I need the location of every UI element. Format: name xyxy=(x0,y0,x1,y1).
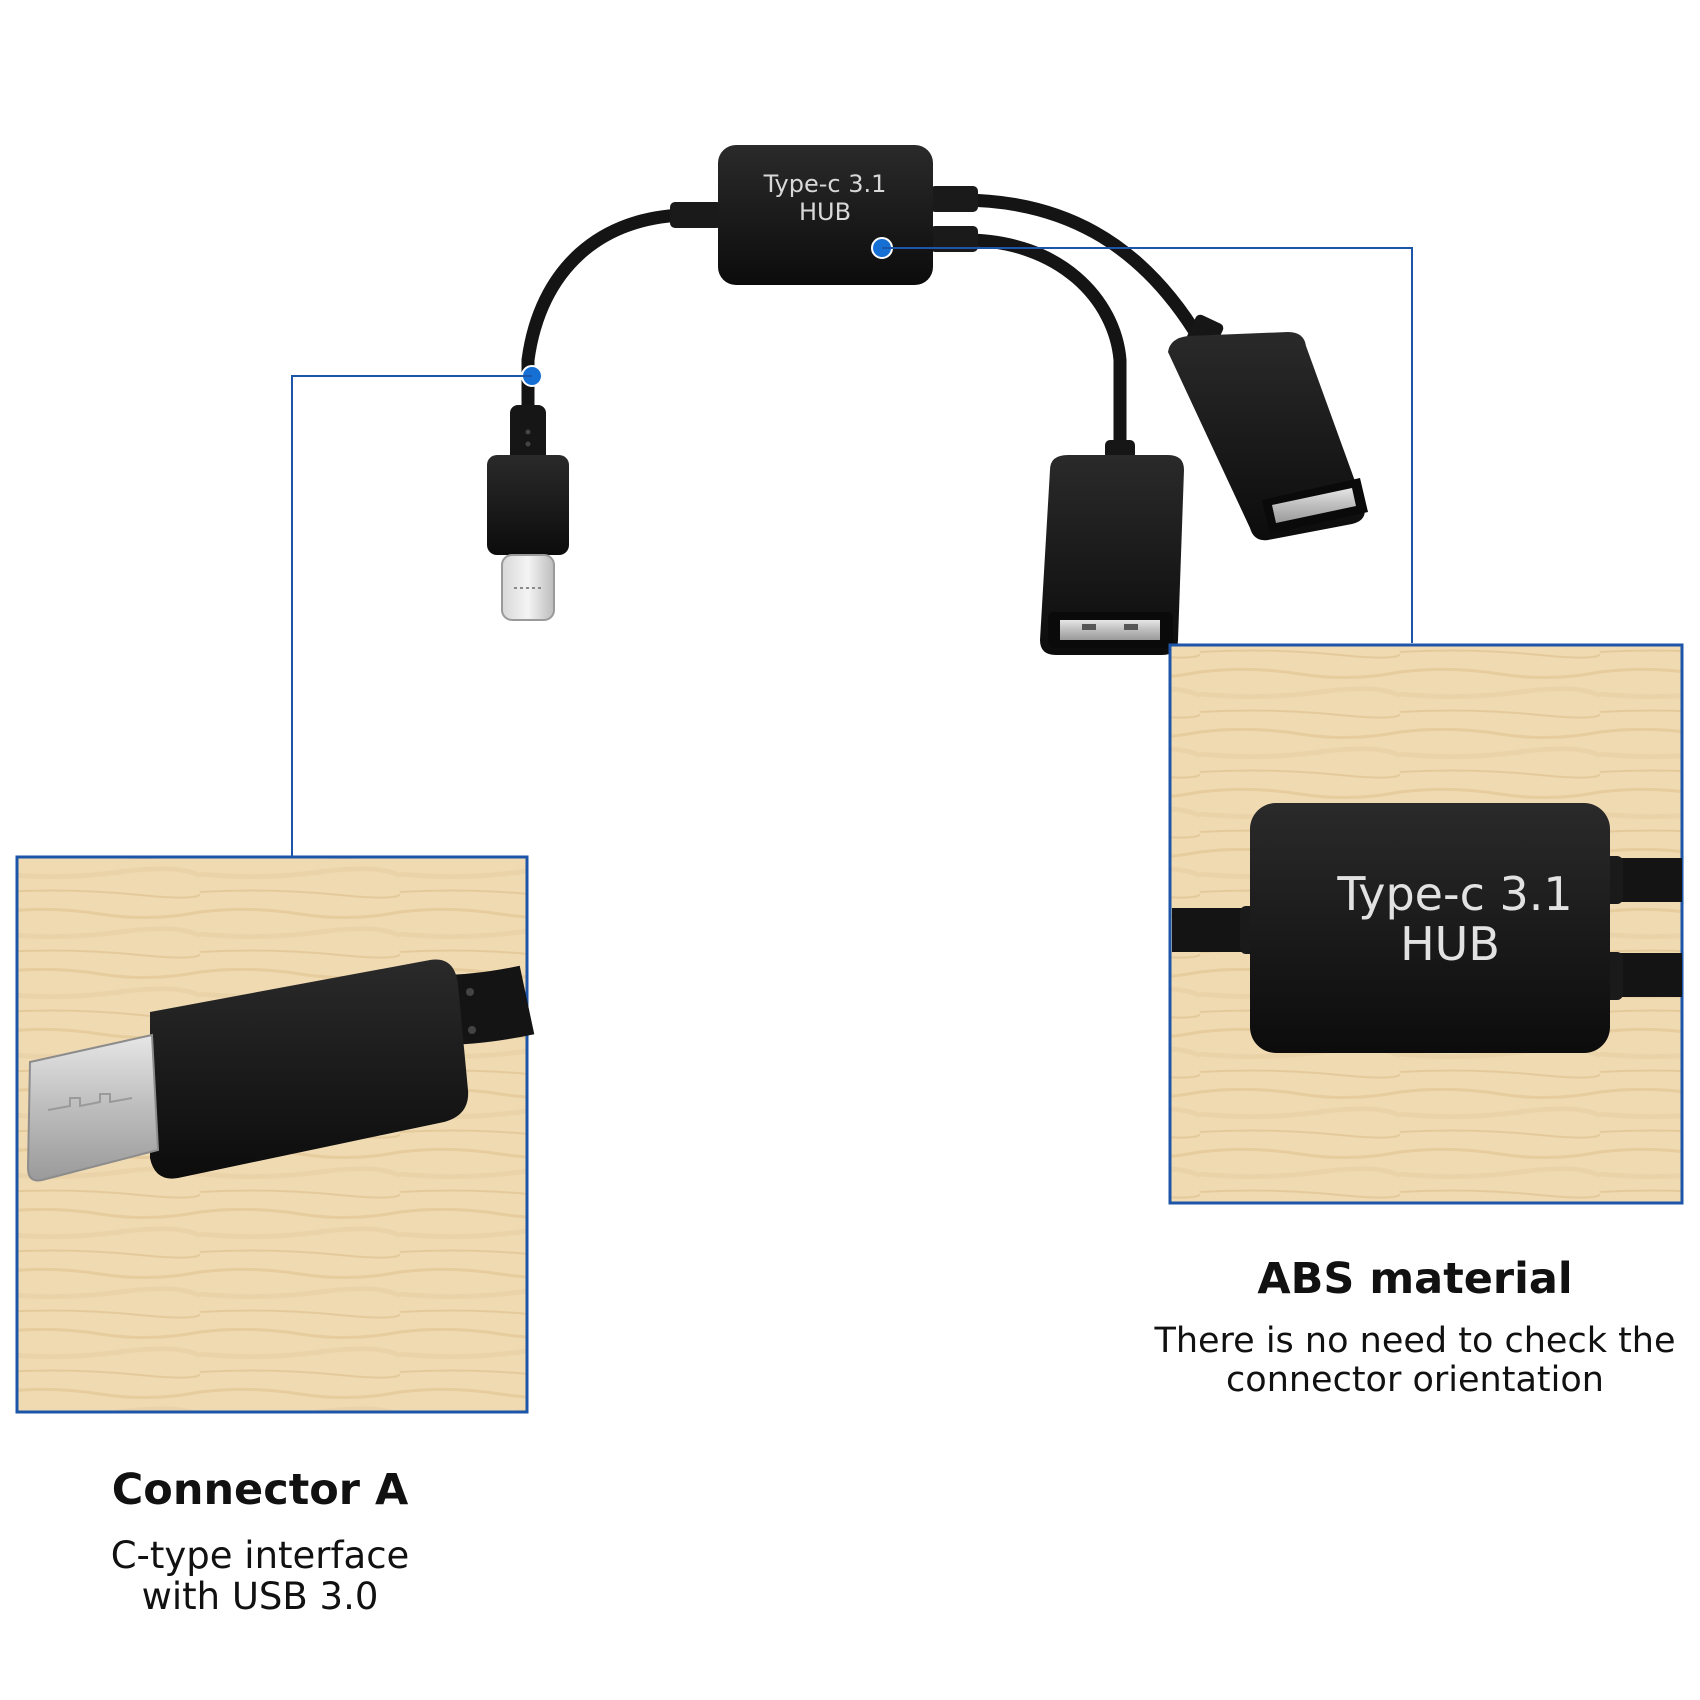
abs-material-line1: There is no need to check the xyxy=(1154,1321,1676,1361)
connector-a-description: C-type interface with USB 3.0 xyxy=(60,1535,460,1618)
usb-a-port-2 xyxy=(1168,314,1368,541)
inset-hub-print-line2: HUB xyxy=(1400,917,1500,971)
hub-strain-relief-left xyxy=(670,202,722,228)
abs-material-title: ABS material xyxy=(1257,1254,1573,1304)
caption-connector-a: Connector A C-type interface with USB 3.… xyxy=(60,1465,460,1618)
connector-a-line2: with USB 3.0 xyxy=(141,1575,379,1619)
usb-a-port-1 xyxy=(1040,440,1184,655)
inset-abs-material: Type-c 3.1 HUB xyxy=(1168,643,1684,1205)
inset-connector-a xyxy=(15,855,535,1414)
hub-print-line1: Type-c 3.1 xyxy=(763,170,887,198)
inset-hub-print-line1: Type-c 3.1 xyxy=(1336,867,1572,921)
leader-lines xyxy=(291,247,1413,856)
type-c-plug xyxy=(487,405,569,621)
usb-hub-cable: Type-c 3.1 HUB xyxy=(487,145,1368,655)
caption-abs-material: ABS material There is no need to check t… xyxy=(1130,1254,1700,1400)
hub-strain-relief-right-bottom xyxy=(930,226,978,252)
cable-to-type-c xyxy=(521,208,697,417)
hub-print-line2: HUB xyxy=(799,198,851,226)
hub-strain-relief-right-top xyxy=(930,186,978,212)
abs-material-description: There is no need to check the connector … xyxy=(1130,1321,1700,1401)
cable-to-usb-port-2 xyxy=(953,193,1207,347)
connector-a-title: Connector A xyxy=(111,1465,409,1515)
cable-to-usb-port-1 xyxy=(958,233,1127,452)
abs-material-line2: connector orientation xyxy=(1226,1360,1604,1401)
connector-a-line1: C-type interface xyxy=(110,1534,410,1577)
